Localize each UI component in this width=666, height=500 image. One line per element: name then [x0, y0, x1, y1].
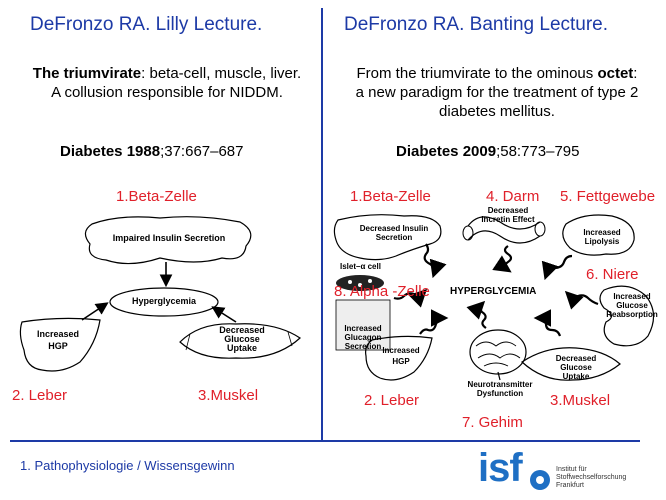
wavy-arrow-muscle: [538, 318, 560, 336]
wavy-arrow-liver: [420, 318, 444, 334]
left-citation: Diabetes 1988;37:667–687: [60, 143, 244, 160]
label-beta-right: 1.Beta-Zelle: [350, 188, 431, 205]
arrow-liver-hyper: [82, 304, 106, 320]
arrow-muscle-hyper: [214, 308, 236, 322]
box-hgp-right: Increased HGP: [376, 346, 426, 366]
right-cite-bold: Diabetes 2009: [396, 143, 496, 160]
wavy-arrow-gut: [505, 246, 511, 270]
label-liver-left: 2. Leber: [12, 387, 67, 404]
left-subtitle-bold: The triumvirate: [33, 65, 141, 82]
box-uptake-right: Decreased Glucose Uptake: [546, 354, 606, 381]
label-fat: 5. Fettgewebe: [560, 188, 655, 205]
label-liver-right: 2. Leber: [364, 392, 419, 409]
label-muscle-left: 3.Muskel: [198, 387, 258, 404]
logo-text: Institut für Stoffwechselforschung Frank…: [556, 466, 626, 490]
box-glucose-left: Decreased Glucose Uptake: [208, 326, 276, 353]
box-insulin-right: Decreased Insulin Secretion: [354, 224, 434, 242]
left-subtitle: The triumvirate: beta-cell, muscle, live…: [14, 64, 320, 102]
right-subtitle: From the triumvirate to the ominous octe…: [330, 64, 664, 121]
left-cite-bold: Diabetes 1988: [60, 143, 160, 160]
label-kidney: 6. Niere: [586, 266, 639, 283]
wavy-arrow-fat: [546, 256, 572, 276]
left-title: DeFronzo RA. Lilly Lecture.: [30, 14, 262, 36]
box-hgp-left: Increased HGP: [28, 330, 88, 351]
wavy-arrow-kidney: [568, 294, 598, 304]
footer-text: 1. Pathophysiologie / Wissensgewinn: [20, 458, 235, 473]
left-subtitle-line2: A collusion responsible for NIDDM.: [14, 83, 320, 102]
wavy-arrow-brain: [480, 304, 486, 328]
left-subtitle-rest: : beta-cell, muscle, liver.: [141, 65, 301, 82]
box-incretin: Decreased Incretin Effect: [466, 206, 550, 224]
wavy-arrow-beta: [425, 244, 435, 274]
label-brain: 7. Gehim: [462, 414, 523, 431]
label-gut: 4. Darm: [486, 188, 539, 205]
brain-graphic: [470, 330, 526, 380]
label-beta-left: 1.Beta-Zelle: [116, 188, 197, 205]
box-hyper-left: Hyperglycemia: [112, 297, 216, 306]
logo-word: isf: [478, 448, 522, 488]
label-muscle-right: 3.Muskel: [550, 392, 610, 409]
box-insulin-left: Impaired Insulin Secretion: [96, 234, 242, 243]
right-cite-rest: ;58:773–795: [496, 143, 579, 160]
right-citation: Diabetes 2009;58:773–795: [396, 143, 580, 160]
label-alpha: 8. Alpha -Zelle: [334, 283, 430, 300]
box-lipolysis: Increased Lipolysis: [572, 228, 632, 246]
center-hyperglycemia: HYPERGLYCEMIA: [450, 286, 536, 297]
left-cite-rest: ;37:667–687: [160, 143, 243, 160]
box-reabsorption: Increased Glucose Reabsorption: [598, 292, 666, 319]
box-islet: Islet–α cell: [340, 262, 390, 271]
box-neuro: Neurotransmitter Dysfunction: [458, 380, 542, 398]
right-title: DeFronzo RA. Banting Lecture.: [344, 14, 608, 36]
